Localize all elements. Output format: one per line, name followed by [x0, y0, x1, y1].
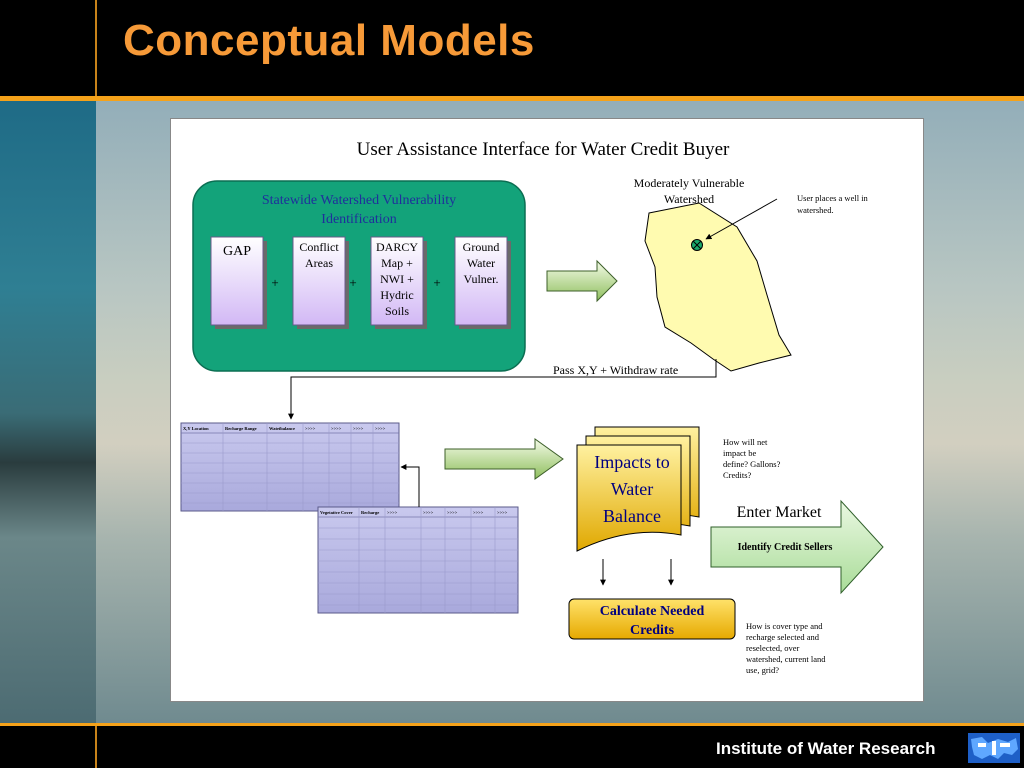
layer-card-groundwater-line3: Vulner.	[464, 272, 499, 286]
plus-sign-2: +	[349, 275, 356, 290]
arrow-to-watershed-icon	[546, 259, 618, 303]
layer-card-groundwater: Ground Water Vulner.	[454, 236, 511, 329]
footer-accent-rule	[0, 723, 1024, 726]
watershed-map	[644, 202, 792, 372]
footer-divider	[95, 726, 97, 768]
table1-header-5: >>>>	[331, 426, 342, 431]
arrow-to-impacts-icon	[444, 438, 564, 480]
diagram-heading: User Assistance Interface for Water Cred…	[357, 139, 730, 160]
slide-title: Conceptual Models	[123, 16, 535, 65]
table2-header-7: >>>>	[497, 510, 508, 515]
table2-header-5: >>>>	[447, 510, 458, 515]
vulnerability-title-line1: Statewide Watershed Vulnerability	[262, 193, 456, 208]
layer-card-darcy-line4: Hydric	[380, 288, 413, 302]
cover-note-line5: use, grid?	[746, 665, 779, 675]
table2-header-6: >>>>	[473, 510, 484, 515]
watershed-label-line1: Moderately Vulnerable	[634, 176, 745, 190]
layer-card-conflict-line2: Areas	[305, 256, 333, 270]
plus-sign-3: +	[433, 275, 440, 290]
table1-header-1: X,Y Location	[183, 426, 209, 431]
table1-header-3: Wateibalance	[269, 426, 295, 431]
vegetative-cover-table: Vegetative Cover Recharge >>>> >>>> >>>>…	[317, 506, 519, 614]
background-left-strip	[0, 101, 96, 725]
table2-header-4: >>>>	[423, 510, 434, 515]
table1-header-7: >>>>	[375, 426, 386, 431]
table2-header-1: Vegetative Cover	[320, 510, 353, 515]
table-link-connector	[400, 464, 420, 507]
impacts-line1: Impacts to	[594, 452, 669, 472]
layer-card-gap-line1: GAP	[223, 244, 251, 259]
footer-org-name: Institute of Water Research	[716, 739, 936, 758]
identify-sellers-label: Identify Credit Sellers	[738, 542, 833, 553]
pass-connector	[288, 359, 717, 420]
well-note-pointer	[705, 198, 778, 240]
diagram-canvas: User Assistance Interface for Water Cred…	[180, 139, 884, 675]
impacts-line2: Water	[611, 479, 654, 499]
recharge-table: X,Y Location Recharge Range Wateibalance…	[180, 422, 400, 512]
impacts-line3: Balance	[603, 506, 661, 526]
cover-note-line1: How is cover type and	[746, 621, 823, 631]
table1-header-6: >>>>	[353, 426, 364, 431]
table1-header-4: >>>>	[305, 426, 316, 431]
net-impact-note-line2: impact be	[723, 448, 757, 458]
cover-note-line3: reselected, over	[746, 643, 799, 653]
layer-card-darcy-line3: NWI +	[380, 272, 414, 286]
enter-market-label: Enter Market	[737, 504, 822, 521]
vulnerability-title-line2: Identification	[321, 212, 396, 227]
pass-label: Pass X,Y + Withdraw rate	[553, 363, 678, 377]
calculate-credits-box	[568, 598, 736, 640]
table2-header-3: >>>>	[387, 510, 398, 515]
cover-note-line2: recharge selected and	[746, 632, 820, 642]
layer-card-groundwater-line2: Water	[467, 256, 495, 270]
layer-card-darcy-line5: Soils	[385, 304, 409, 318]
net-impact-note-line1: How will net	[723, 437, 768, 447]
calculate-line2: Credits	[630, 623, 675, 638]
net-impact-note-line3: define? Gallons?	[723, 459, 781, 469]
well-note-line2: watershed.	[797, 205, 834, 215]
layer-card-darcy: DARCY Map + NWI + Hydric Soils	[370, 236, 427, 329]
layer-card-darcy-line1: DARCY	[376, 240, 418, 254]
diagram-panel: User Assistance Interface for Water Cred…	[170, 118, 924, 702]
watershed-label-line2: Watershed	[664, 192, 714, 206]
net-impact-note-line4: Credits?	[723, 470, 752, 480]
iwr-logo-icon	[968, 733, 1020, 763]
enter-market-arrow-icon	[710, 499, 884, 595]
layer-card-gap: GAP	[210, 236, 267, 329]
layer-card-conflict-line1: Conflict	[299, 240, 339, 254]
calculate-line1: Calculate Needed	[600, 604, 705, 619]
well-note-line1: User places a well in	[797, 193, 869, 203]
table1-header-2: Recharge Range	[225, 426, 257, 431]
well-marker-cross-icon	[692, 240, 702, 250]
layer-card-darcy-line2: Map +	[381, 256, 413, 270]
plus-sign-1: +	[271, 275, 278, 290]
footer-bar	[0, 726, 1024, 768]
header-accent-rule	[0, 96, 1024, 101]
header-divider	[95, 0, 97, 96]
impacts-document-stack: Impacts to Water Balance	[576, 426, 700, 552]
layer-card-conflict: Conflict Areas	[292, 236, 349, 329]
table2-header-2: Recharge	[361, 510, 379, 515]
layer-card-groundwater-line1: Ground	[463, 240, 500, 254]
vulnerability-box	[192, 180, 526, 372]
cover-note-line4: watershed, current land	[746, 654, 826, 664]
header-bar	[0, 0, 1024, 96]
